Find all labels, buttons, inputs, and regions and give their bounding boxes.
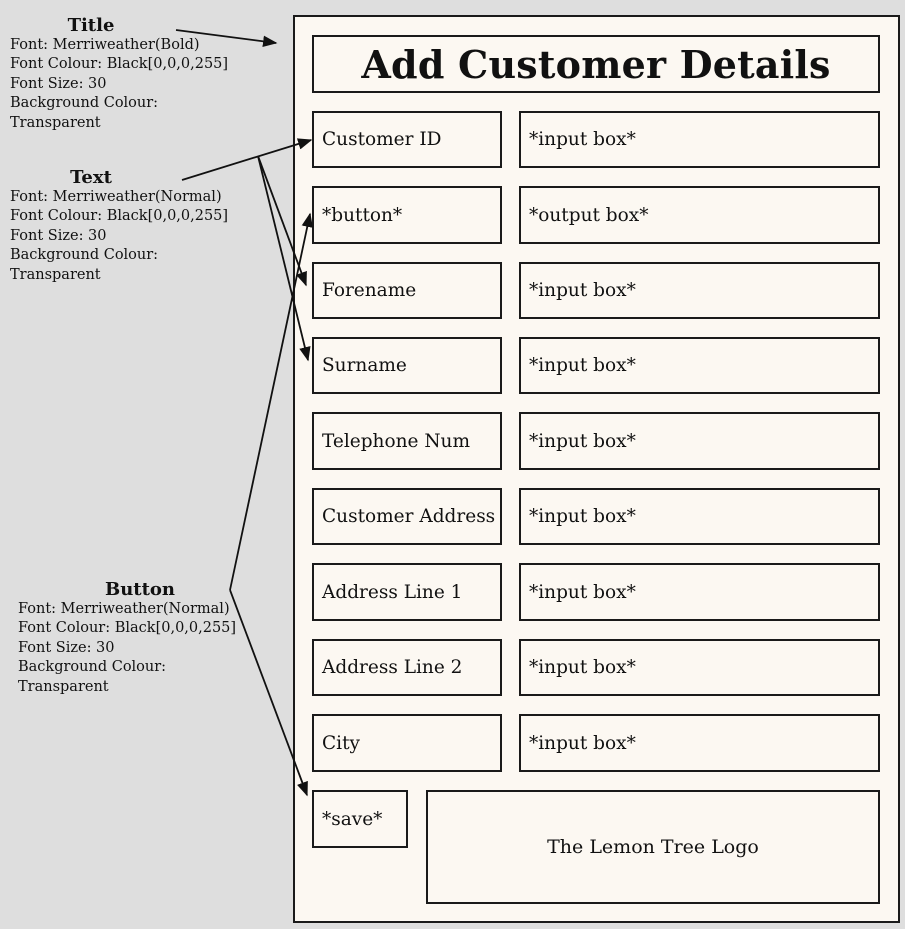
annotation-text-line: Font: Merriweather(Normal) [10, 189, 222, 205]
telephone-input[interactable]: *input box* [519, 412, 880, 470]
arrow-button-to-lookup [229, 212, 313, 591]
arrow-text-to-customer-id [181, 138, 313, 181]
city-input[interactable]: *input box* [519, 714, 880, 772]
annotation-text-line: Font Size: 30 [10, 227, 107, 244]
surname-input[interactable]: *input box* [519, 337, 880, 394]
label-surname: Surname [312, 337, 502, 394]
annotation-text-line: Background Colour: [10, 247, 159, 264]
annotation-title: Title Font: Merriweather(Bold) Font Colo… [10, 15, 250, 133]
annotation-button-heading: Button [104, 579, 176, 600]
arrow-text-to-forename [257, 155, 307, 287]
annotation-title-line: Font Colour: Black[0,0,0,255] [10, 56, 229, 73]
label-customer-id: Customer ID [312, 111, 502, 168]
annotation-text-line: Font Colour: Black[0,0,0,255] [10, 208, 229, 225]
annotation-title-heading: Title [67, 15, 115, 36]
annotation-title-line: Font: Merriweather(Bold) [10, 37, 200, 53]
save-button[interactable]: *save* [312, 790, 408, 848]
label-telephone: Telephone Num [312, 412, 502, 470]
label-address-line-1: Address Line 1 [312, 563, 502, 621]
label-forename: Forename [312, 262, 502, 319]
label-address-line-2: Address Line 2 [312, 639, 502, 696]
page-title: Add Customer Details [312, 35, 880, 93]
annotation-button-line: Font: Merriweather(Normal) [18, 601, 230, 617]
annotation-button-line: Font Colour: Black[0,0,0,255] [18, 620, 237, 637]
customer-address-input[interactable]: *input box* [519, 488, 880, 545]
logo-placeholder: The Lemon Tree Logo [426, 790, 880, 904]
address-line-2-input[interactable]: *input box* [519, 639, 880, 696]
forename-input[interactable]: *input box* [519, 262, 880, 319]
arrow-text-to-surname [257, 155, 311, 362]
annotation-title-line: Background Colour: [10, 95, 159, 112]
annotation-text-line: Transparent [10, 266, 101, 283]
address-line-1-input[interactable]: *input box* [519, 563, 880, 621]
annotation-text-heading: Text [70, 167, 112, 188]
lookup-button[interactable]: *button* [312, 186, 502, 244]
output-box: *output box* [519, 186, 880, 244]
arrow-title [175, 29, 278, 48]
annotation-title-line: Transparent [10, 114, 101, 131]
label-customer-address: Customer Address [312, 488, 502, 545]
customer-id-input[interactable]: *input box* [519, 111, 880, 168]
label-city: City [312, 714, 502, 772]
annotation-button-line: Transparent [18, 678, 109, 695]
annotation-button-line: Background Colour: [18, 659, 167, 676]
annotation-text: Text Font: Merriweather(Normal) Font Col… [10, 167, 250, 285]
annotation-button: Button Font: Merriweather(Normal) Font C… [18, 579, 263, 697]
annotation-title-line: Font Size: 30 [10, 75, 107, 92]
arrow-button-to-save [229, 589, 308, 797]
annotation-button-line: Font Size: 30 [18, 639, 115, 656]
